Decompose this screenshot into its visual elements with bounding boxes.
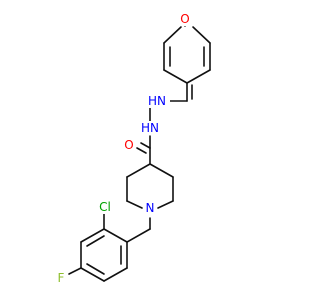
atom-label-n2: HN [136,121,164,135]
bond-ar-c1-c2 [103,228,128,243]
bond-pip-n1-c6 [126,200,143,209]
aryl-ring [80,228,128,282]
atom-label-f1: F [55,271,67,285]
atom-f1-label: F [58,271,65,285]
atom-n3-label: N [146,201,155,215]
bond-c6-c1 [163,26,182,44]
bond-carbonyl-c-o [140,142,151,149]
bond-pip-c4-c3 [149,163,174,178]
bond-pip-c5-c4 [126,163,151,178]
atom-n1-label: HN [148,94,166,108]
bond-c4-c5 [163,69,188,84]
bond-c3-c4 [186,69,211,84]
quinone-ring [163,26,211,84]
atom-label-cl1: Cl [95,200,115,214]
atom-n2-label: HN [141,121,159,135]
piperidine-ring [126,163,174,209]
molecule-structure-diagram: O HN HN O N Cl F [55,12,211,285]
bond-ar-c2-c3 [80,228,105,243]
atom-label-o1: O [179,12,191,26]
bond-ar-c5-c6 [103,267,128,282]
bond-pip-c2-n1 [157,200,174,209]
atom-label-n3: N [143,201,157,215]
double-bond-carbonyl-c-o [136,147,147,154]
atom-label-o2: O [122,138,136,152]
double-bond-ar-c2-c3-inner [86,235,105,247]
atom-cl1-label: Cl [99,200,111,214]
atom-o1-label: O [180,12,189,26]
bond-ar-c4-c5 [80,267,105,282]
bond-c1-c2 [192,26,211,44]
atom-label-n1: HN [142,94,170,108]
bond-ch2-to-aryl [126,228,151,243]
atom-o2-label: O [124,138,133,152]
double-bond-ar-c4-c5-inner [86,263,105,275]
bond-ar-to-f [68,267,82,275]
